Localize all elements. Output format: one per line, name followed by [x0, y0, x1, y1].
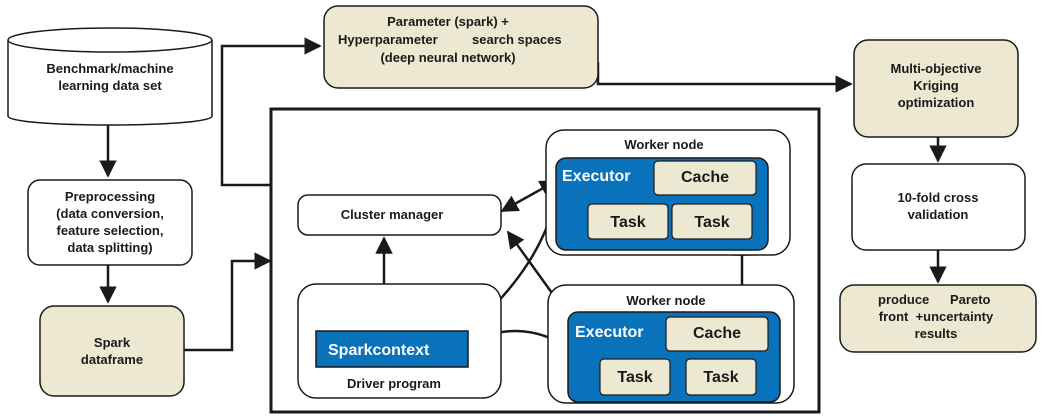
pareto-box: produce Pareto front +uncertainty result… [839, 284, 1037, 353]
connectors [99, 37, 947, 352]
task-2b-label: Task [703, 369, 738, 386]
sparkcontext-box [315, 330, 469, 368]
task-2a-label: Task [617, 369, 652, 386]
dataset-cylinder: Benchmark/machine learning data set [7, 27, 213, 126]
worker-node-1: Worker node Executor Cache Task Task [545, 129, 791, 256]
task-1a-label: Task [610, 214, 645, 231]
cluster-manager-label: Cluster manager [341, 207, 444, 222]
spark-cluster-frame [269, 107, 821, 414]
task-2a-box [599, 358, 671, 396]
spark-dataframe-box: Spark dataframe [39, 305, 185, 397]
worker-node-2-label: Worker node [626, 293, 705, 308]
preprocessing-label-2: (data conversion, [56, 206, 164, 221]
parameter-spaces-box: Parameter (spark) + Hyperparameter searc… [323, 5, 599, 89]
pareto-label-1a: produce [878, 292, 929, 307]
arrow-parameter-to-kriging [596, 62, 853, 93]
cv-label-2: validation [908, 207, 969, 222]
cache-2-label: Cache [693, 325, 741, 342]
kriging-box: Multi-objective Kriging optimization [853, 39, 1019, 138]
preprocessing-label-1: Preprocessing [65, 189, 155, 204]
cache-1-box [653, 160, 757, 196]
sparkcontext-label: Sparkcontext [328, 342, 430, 359]
cache-1-label: Cache [681, 169, 729, 186]
kriging-label-1: Multi-objective [890, 61, 981, 76]
cluster-manager-box: Cluster manager [297, 194, 502, 236]
pareto-label-2: front +uncertainty [879, 309, 994, 324]
worker-node-2: Worker node Executor Cache Task Task [547, 284, 795, 404]
spark-dataframe-label-1: Spark [94, 335, 131, 350]
preprocessing-box: Preprocessing (data conversion, feature … [27, 179, 193, 266]
cross-validation-box: 10-fold cross validation [851, 163, 1026, 251]
task-1a-box [587, 203, 669, 240]
pareto-label-3: results [915, 326, 958, 341]
spark-dataframe-label-2: dataframe [81, 352, 143, 367]
parameter-label-1: Parameter (spark) + [387, 14, 509, 29]
dataset-label-1: Benchmark/machine [46, 61, 173, 76]
driver-program-label: Driver program [347, 376, 441, 391]
cache-2-box [665, 316, 769, 352]
task-2b-box [685, 358, 757, 396]
parameter-label-2a: Hyperparameter [338, 32, 438, 47]
parameter-label-2b: search spaces [472, 32, 562, 47]
preprocessing-label-3: feature selection, [57, 223, 164, 238]
driver-program-box: Sparkcontext Driver program [297, 283, 502, 399]
arrow-cluster-to-parameter [220, 37, 322, 187]
executor-1-label: Executor [562, 168, 630, 185]
task-1b-box [671, 203, 753, 240]
worker-node-1-label: Worker node [624, 137, 703, 152]
kriging-label-3: optimization [898, 95, 975, 110]
kriging-label-2: Kriging [913, 78, 959, 93]
arrow-dataframe-to-cluster [184, 252, 272, 352]
parameter-label-3: (deep neural network) [380, 50, 515, 65]
pareto-label-1b: Pareto [950, 292, 991, 307]
cv-label-1: 10-fold cross [898, 190, 979, 205]
dataset-label-2: learning data set [58, 78, 162, 93]
executor-2-label: Executor [575, 324, 643, 341]
task-1b-label: Task [694, 214, 729, 231]
preprocessing-label-4: data splitting) [67, 240, 152, 255]
